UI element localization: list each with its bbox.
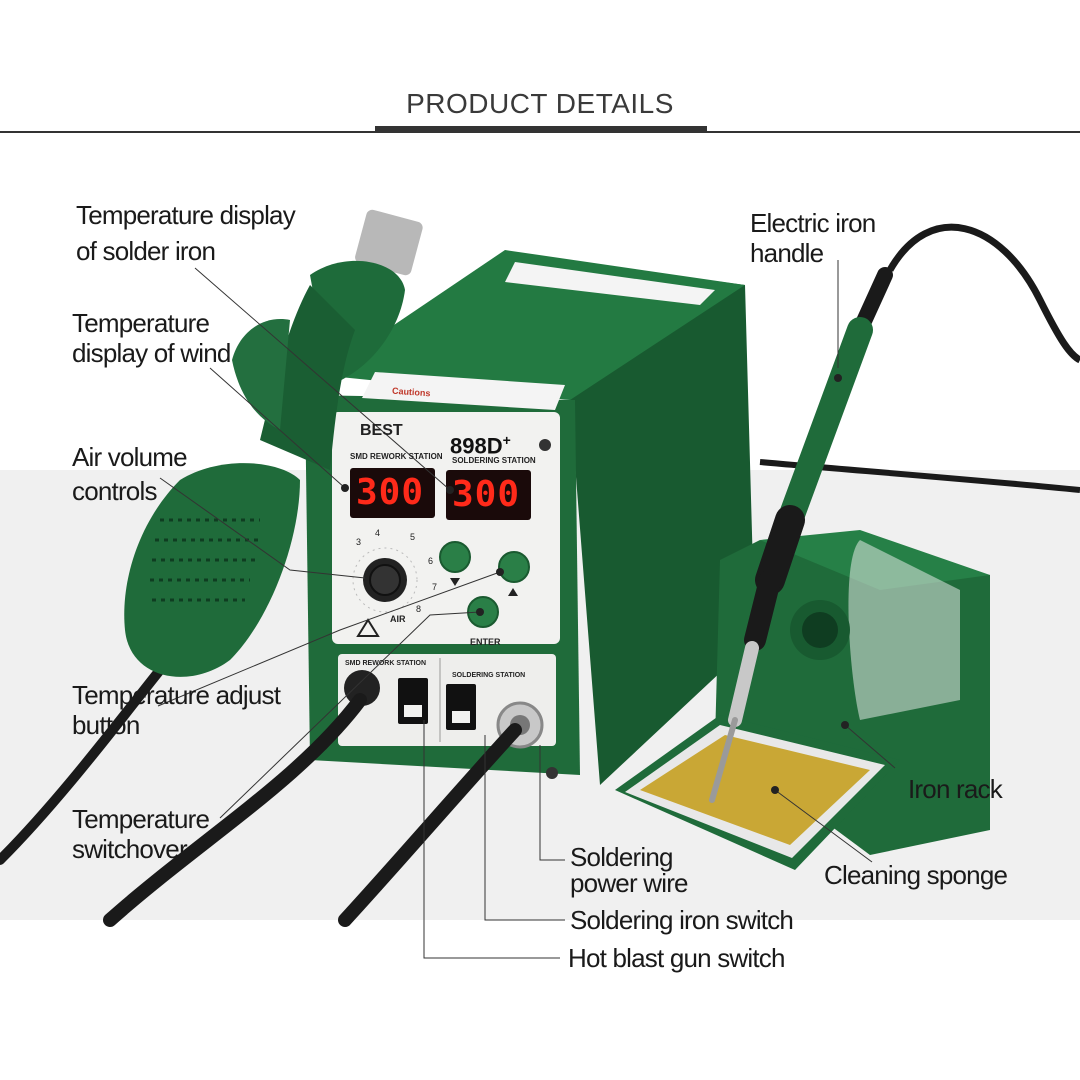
soldering-iron <box>709 223 1080 803</box>
temperature-down-button[interactable] <box>439 541 471 573</box>
callout-line: power wire <box>570 868 689 898</box>
callout-iron-rack: Iron rack <box>908 774 1003 804</box>
dial-number-6: 6 <box>428 556 434 566</box>
callout-air-volume: Air volume controls <box>72 442 188 506</box>
model-superscript: + <box>502 432 511 448</box>
callout-temp-switchover: Temperature switchover <box>72 804 210 864</box>
callout-temp-display-wind: Temperature display of wind <box>72 308 231 368</box>
hot-air-gun <box>124 209 423 677</box>
callout-temp-display-iron: Temperature display of solder iron <box>76 200 296 266</box>
callout-line: of solder iron <box>76 236 216 266</box>
rework-station-label: SMD REWORK STATION <box>350 452 443 461</box>
callout-line: Electric iron <box>750 208 876 238</box>
rework-temperature-display <box>350 468 435 518</box>
callout-line: handle <box>750 238 824 268</box>
callout-line: Temperature <box>72 308 210 338</box>
dial-number-3: 3 <box>356 537 362 547</box>
model-number: 898D+ <box>450 432 511 459</box>
callout-soldering-power-wire: Soldering power wire <box>570 842 689 898</box>
model-text: 898D <box>450 433 503 459</box>
soldering-iron-switch[interactable] <box>446 684 476 730</box>
callout-line: Iron rack <box>908 774 1003 804</box>
callout-line: Temperature display <box>76 200 296 230</box>
dial-number-4: 4 <box>375 528 381 538</box>
callout-line: button <box>72 710 140 740</box>
brand-logo: BEST <box>360 422 403 439</box>
enter-label: ENTER <box>470 637 501 647</box>
callout-dots <box>341 374 849 794</box>
callout-soldering-iron-switch: Soldering iron switch <box>570 905 794 935</box>
callout-line: Soldering <box>570 842 673 872</box>
dial-number-7: 7 <box>432 582 438 592</box>
control-panel <box>332 412 560 644</box>
callout-electric-handle: Electric iron handle <box>750 208 876 268</box>
air-volume-dial[interactable] <box>352 547 418 613</box>
callout-line: display of wind <box>72 338 231 368</box>
lower-soldering-label: SOLDERING STATION <box>452 672 526 679</box>
down-arrow-icon <box>450 578 460 586</box>
lower-rework-label: SMD REWORK STATION <box>345 660 427 667</box>
hot-air-gun-cable <box>0 665 165 865</box>
hot-air-cable <box>103 693 367 927</box>
solder-temperature-display <box>446 470 531 520</box>
callout-line: Cleaning sponge <box>824 860 1008 890</box>
page-title: PRODUCT DETAILS <box>406 88 674 119</box>
soldering-cable <box>338 723 522 927</box>
header-rule-accent <box>375 126 707 133</box>
callout-line: Temperature adjust <box>72 680 281 710</box>
callout-hot-blast-switch: Hot blast gun switch <box>568 943 785 973</box>
callout-cleaning-sponge: Cleaning sponge <box>824 860 1008 890</box>
warning-icon <box>356 618 380 637</box>
rework-temperature-value: 300 <box>356 472 425 513</box>
callout-line: Soldering iron switch <box>570 905 794 935</box>
air-label: AIR <box>390 614 406 624</box>
soldering-station-label: SOLDERING STATION <box>452 456 536 465</box>
hot-air-cable-port <box>344 670 380 706</box>
up-arrow-icon <box>508 588 518 596</box>
hot-blast-gun-switch[interactable] <box>398 678 428 724</box>
callout-line: controls <box>72 476 157 506</box>
callout-line: Air volume <box>72 442 188 472</box>
solder-temperature-value: 300 <box>452 474 521 515</box>
callout-temp-adjust: Temperature adjust button <box>72 680 281 740</box>
callout-line: switchover <box>72 834 188 864</box>
callout-leader-lines <box>157 260 896 959</box>
temperature-up-button[interactable] <box>498 551 530 583</box>
dial-number-5: 5 <box>410 532 416 542</box>
dial-number-8: 8 <box>416 604 422 614</box>
callout-line: Temperature <box>72 804 210 834</box>
callout-line: Hot blast gun switch <box>568 943 785 973</box>
